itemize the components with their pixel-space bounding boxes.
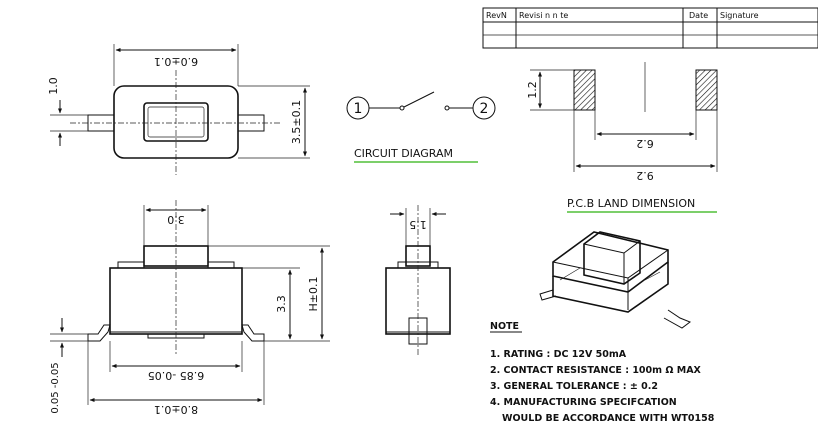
circuit-node-2 [472,96,496,120]
iso-view [539,231,692,329]
dim-top-width: 6.0±0.1 [154,55,198,68]
dim-side-overall-width: 8.0±0.1 [154,403,198,416]
dim-end-top-width: 1.5 [409,218,427,231]
dim-terminal-width: 1.0 [47,77,60,95]
pcb-land-view: 1.2 6.2 9.2 P.C.B LAND DIMENSION [526,62,718,213]
side-view: 3.0 3.3 H±0.1 6.85 -0.05 8.0±0.1 0.05 -0… [50,200,330,416]
note-item: 3. GENERAL TOLERANCE : ± 0.2 [490,381,658,392]
dim-pad-inner: 6.2 [636,137,654,150]
note-item: 4. MANUFACTURING SPECIFCATION [490,397,677,408]
note-item: 1. RATING : DC 12V 50mA [490,349,627,360]
circuit-diagram-title: CIRCUIT DIAGRAM [354,147,453,160]
dim-pad-outer: 9.2 [636,169,654,182]
revision-table: RevN Revisi n n te Date Signature [482,7,818,49]
pcb-land-title: P.C.B LAND DIMENSION [567,197,695,210]
dim-side-top-width: 3.0 [167,213,185,226]
rev-header-notes: Revisi n n te [519,11,568,20]
notes-heading: NOTE [490,321,519,332]
top-view: 6.0±0.1 3.5±0.1 1.0 [47,44,310,175]
pcb-pad-left [573,69,596,111]
dim-side-body-height: 3.3 [275,295,288,313]
pcb-pad-right [695,69,718,111]
notes-block: NOTE 1. RATING : DC 12V 50mA 2. CONTACT … [490,321,715,424]
end-view: 1.5 [385,205,451,355]
side-right-lead [241,324,265,342]
side-left-lead [87,324,111,342]
rev-header-revno: RevN [486,11,507,20]
dim-pad-height: 1.2 [526,81,539,99]
rev-header-signature: Signature [720,11,759,20]
circuit-node-2-label: 2 [480,101,489,117]
note-item: WOULD BE ACCORDANCE WITH WT0158 [502,413,715,424]
dim-side-base-width: 6.85 -0.05 [148,369,204,382]
dim-side-total-height: H±0.1 [307,277,320,312]
circuit-diagram: 1 2 CIRCUIT DIAGRAM [346,91,496,163]
switch-contact [403,91,435,108]
dim-top-height: 3.5±0.1 [290,100,303,144]
rev-header-date: Date [689,11,708,20]
note-item: 2. CONTACT RESISTANCE : 100m Ω MAX [490,365,702,376]
circuit-node-1-label: 1 [354,101,363,117]
dim-side-lead-thickness: 0.05 -0.05 [50,362,61,413]
